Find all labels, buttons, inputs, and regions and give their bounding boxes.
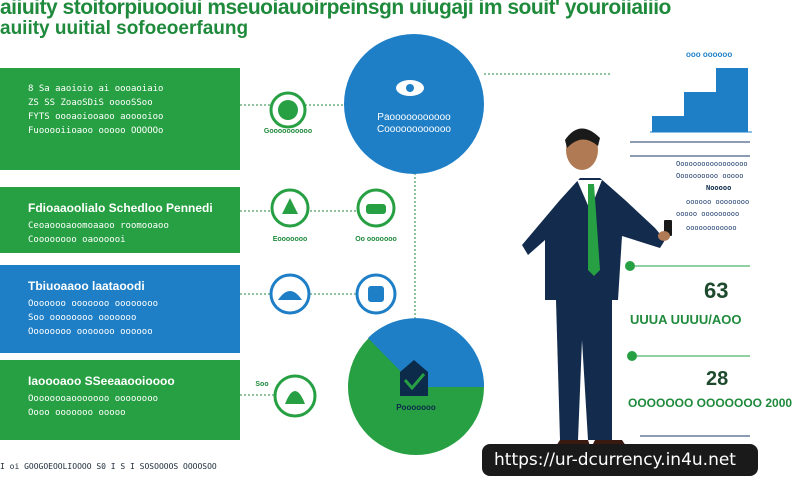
hub-top-line1: Paooooooooooo	[377, 112, 451, 123]
info-panel-4: Iaoooaoo SSeeaaooioooo Oooooooaooooooo o…	[0, 360, 240, 440]
businessman-figure	[522, 128, 672, 446]
stat-2-subtitle: OOOOOOO OOOOOOO 2000	[628, 396, 792, 410]
right-text: Ooooooooooooooooo	[676, 160, 748, 168]
right-text: Oooooooooo ooooo	[676, 172, 744, 180]
node-2	[270, 188, 310, 228]
panel-line: Oooooooo ooooooo oooooo	[28, 327, 153, 337]
watermark-url: https://ur-dcurrency.in4u.net	[482, 444, 758, 476]
hub-top-text: Paooooooooooo Coooooooooooo	[344, 112, 484, 136]
stat-1-subtitle: UUUA UUUU/AOO	[630, 312, 742, 327]
hub-bottom-label: Pooooooo	[396, 403, 436, 412]
bar-1	[652, 116, 684, 132]
node-2-label: Eooooooo	[272, 236, 308, 243]
info-panel-2: Fdioaaoolialo Schedloo Pennedi Ceoaoooao…	[0, 187, 240, 253]
node-1-label: Goooooooooo	[263, 128, 313, 135]
panel-line: Oooo ooooooo ooooo	[28, 408, 126, 418]
header: aiiuity stoitorpiuooiui mseuoiauoirpeins…	[0, 0, 760, 44]
node-3-label: Oo ooooooo	[355, 236, 397, 243]
node-6-label: Soo	[255, 381, 269, 388]
node-1	[269, 91, 307, 129]
panel-line: Ceoaoooaoomoaaoo roomooaoo	[28, 221, 169, 231]
header-title-line1: aiiuity stoitorpiuooiui mseuoiauoirpeins…	[0, 0, 671, 19]
panel-line: Coooooooo oaoooooi	[28, 235, 126, 245]
node-3	[356, 188, 396, 228]
info-panel-3: Tbiuoaaoo laataoodi Ooooooo ooooooo oooo…	[0, 265, 240, 353]
panel-title: Fdioaaoolialo Schedloo Pennedi	[28, 201, 213, 215]
panel-line: Soo oooooooo ooooooo	[28, 313, 137, 323]
panel-line: 8 Sa aaoioio ai oooaoiaio	[28, 84, 164, 94]
right-text: oooooo oooooooo	[686, 198, 750, 206]
node-6	[273, 374, 317, 418]
node-4	[269, 273, 311, 315]
panel-line: Fuooooiioaoo ooooo OOOOOo	[28, 126, 164, 136]
right-text: Nooooo	[706, 184, 732, 192]
bar-3	[716, 68, 748, 132]
stat-1-value: 63	[704, 278, 729, 303]
info-panel-1: 8 Sa aaoioio ai oooaoiaio ZS SS ZoaoSDiS…	[0, 68, 240, 170]
connector-lines	[240, 73, 610, 396]
hub-top-circle	[344, 34, 484, 174]
panel-line: FYTS oooaoiooaoo aooooioo	[28, 112, 164, 122]
right-guide-lines	[630, 141, 750, 437]
bullet-dot	[625, 261, 635, 271]
panel-title: Tbiuoaaoo laataoodi	[28, 279, 145, 293]
right-text: oooooooooooo	[686, 224, 737, 232]
bullet-dot	[627, 351, 637, 361]
panel-title: Iaoooaoo SSeeaaooioooo	[28, 374, 175, 388]
hub-top-line2: Coooooooooooo	[377, 124, 451, 135]
node-5	[355, 273, 397, 315]
eye-icon	[396, 80, 424, 96]
panel-line: Oooooooaooooooo oooooooo	[28, 394, 159, 404]
footnote: I oi GOOGOEOOLIOOOO S0 I S I SOSOOOOS OO…	[0, 462, 217, 471]
panel-line: Ooooooo ooooooo oooooooo	[28, 299, 159, 309]
house-check-icon	[400, 360, 428, 396]
bar-2	[684, 92, 716, 132]
stat-2-value: 28	[706, 368, 729, 390]
right-text: ooooo ooooooooo	[676, 210, 740, 218]
panel-line: ZS SS ZoaoSDiS ooooSSoo	[28, 98, 153, 108]
header-title-line2: auiity uuitial sofoeoerfaung	[0, 18, 249, 39]
chart-title: ooo oooooo	[686, 50, 733, 59]
bar-chart	[650, 68, 752, 133]
infographic-graphics	[240, 34, 752, 455]
